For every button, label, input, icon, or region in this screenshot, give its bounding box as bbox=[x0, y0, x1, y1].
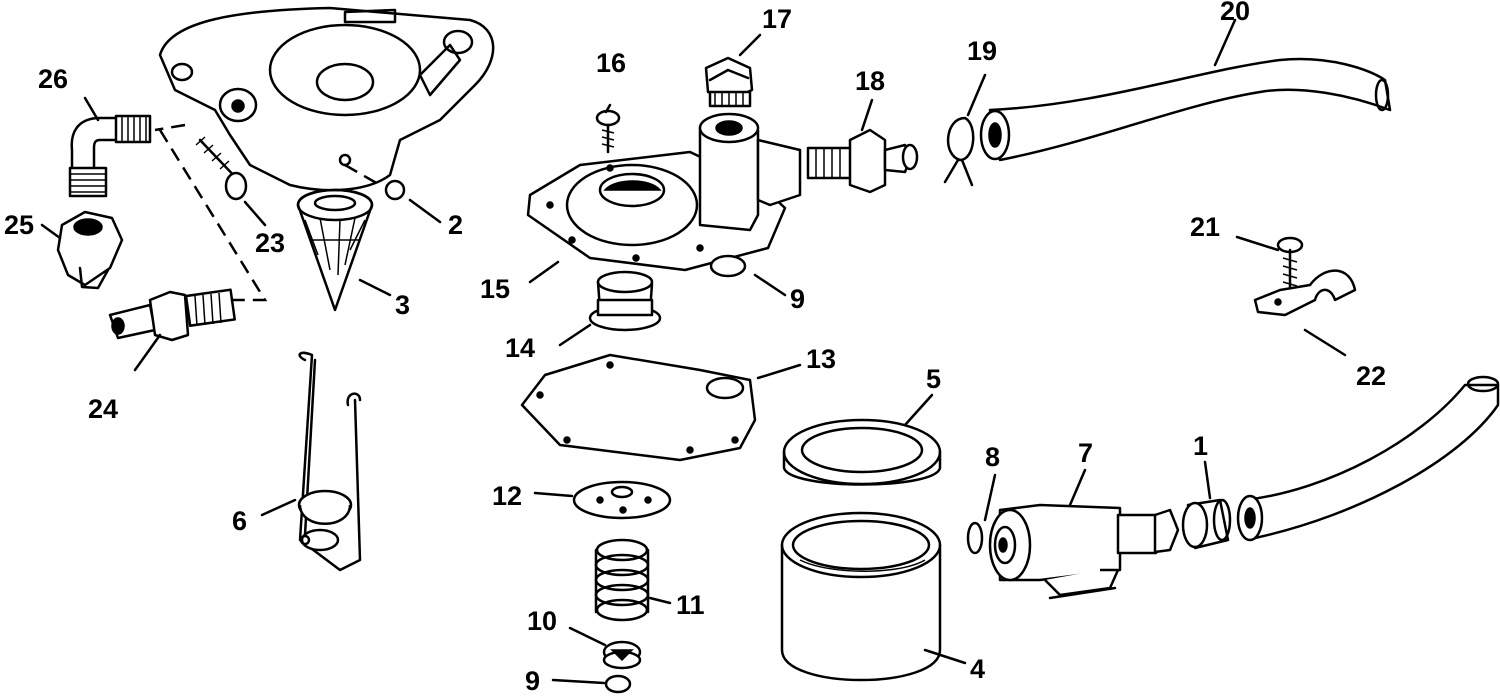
callout-21: 21 bbox=[1190, 212, 1220, 242]
part-25-nut bbox=[56, 210, 124, 290]
callout-5: 5 bbox=[926, 364, 941, 394]
callout-11: 11 bbox=[676, 590, 705, 620]
part-7-fuel-connector bbox=[988, 503, 1180, 600]
callout-23: 23 bbox=[255, 228, 285, 258]
callout-1: 1 bbox=[1193, 431, 1208, 461]
callout-7: 7 bbox=[1078, 438, 1093, 468]
leader-lines bbox=[40, 18, 1347, 685]
callout-24: 24 bbox=[88, 394, 118, 424]
part-4-filter-bowl bbox=[780, 511, 942, 682]
callout-25: 25 bbox=[4, 210, 34, 240]
callout-2: 2 bbox=[448, 210, 463, 240]
part-10-valve-retainer bbox=[602, 640, 642, 670]
part-1-ferrule bbox=[1181, 498, 1232, 550]
callout-16: 16 bbox=[596, 48, 626, 78]
part-14-valve-seat bbox=[588, 270, 662, 332]
callout-4: 4 bbox=[970, 654, 985, 684]
part-3-cone-filter bbox=[296, 188, 374, 312]
callout-6: 6 bbox=[232, 506, 247, 536]
callout-13: 13 bbox=[806, 344, 836, 374]
part-19-hose-clamp bbox=[943, 116, 975, 187]
part-26-elbow-fitting bbox=[68, 114, 152, 198]
part-13-gasket bbox=[520, 353, 757, 462]
part-2-check-ball bbox=[344, 163, 406, 201]
part-21-screw bbox=[1276, 236, 1304, 300]
part-17-plug bbox=[704, 56, 754, 108]
callout-15: 15 bbox=[480, 274, 510, 304]
callout-9-upper: 9 bbox=[790, 284, 805, 314]
part-8-o-ring bbox=[966, 521, 984, 555]
part-6-wire-bail bbox=[297, 351, 362, 572]
callout-17: 17 bbox=[762, 4, 792, 34]
lower-fuel-hose bbox=[1236, 375, 1500, 542]
callout-12: 12 bbox=[492, 481, 522, 511]
part-9-check-disc-upper bbox=[709, 254, 747, 278]
part-20-fuel-hose bbox=[979, 57, 1392, 162]
callout-26: 26 bbox=[38, 64, 68, 94]
callout-labels: 26 25 24 23 2 3 6 16 17 18 19 20 15 9 14… bbox=[4, 0, 1386, 696]
callout-9-lower: 9 bbox=[525, 666, 540, 696]
part-22-hose-clip bbox=[1253, 269, 1357, 317]
callout-10: 10 bbox=[527, 606, 557, 636]
assembly-bracket-dashed bbox=[154, 123, 268, 302]
callout-22: 22 bbox=[1356, 361, 1386, 391]
part-15-pump-cover bbox=[526, 112, 802, 272]
part-23-screw bbox=[195, 136, 248, 201]
part-5-seal-ring bbox=[782, 418, 942, 486]
callout-18: 18 bbox=[855, 66, 885, 96]
part-24-barbed-fitting bbox=[108, 288, 236, 342]
part-11-spring bbox=[594, 538, 650, 622]
part-12-valve-plate bbox=[572, 480, 672, 520]
callout-3: 3 bbox=[395, 290, 410, 320]
part-18-hose-fitting bbox=[806, 128, 919, 194]
part-16-screw bbox=[595, 109, 621, 154]
callout-20: 20 bbox=[1220, 0, 1250, 26]
callout-19: 19 bbox=[967, 36, 997, 66]
pump-body bbox=[158, 6, 495, 192]
callout-14: 14 bbox=[505, 333, 535, 363]
callout-8: 8 bbox=[985, 442, 1000, 472]
part-9-check-disc-lower bbox=[604, 674, 632, 694]
